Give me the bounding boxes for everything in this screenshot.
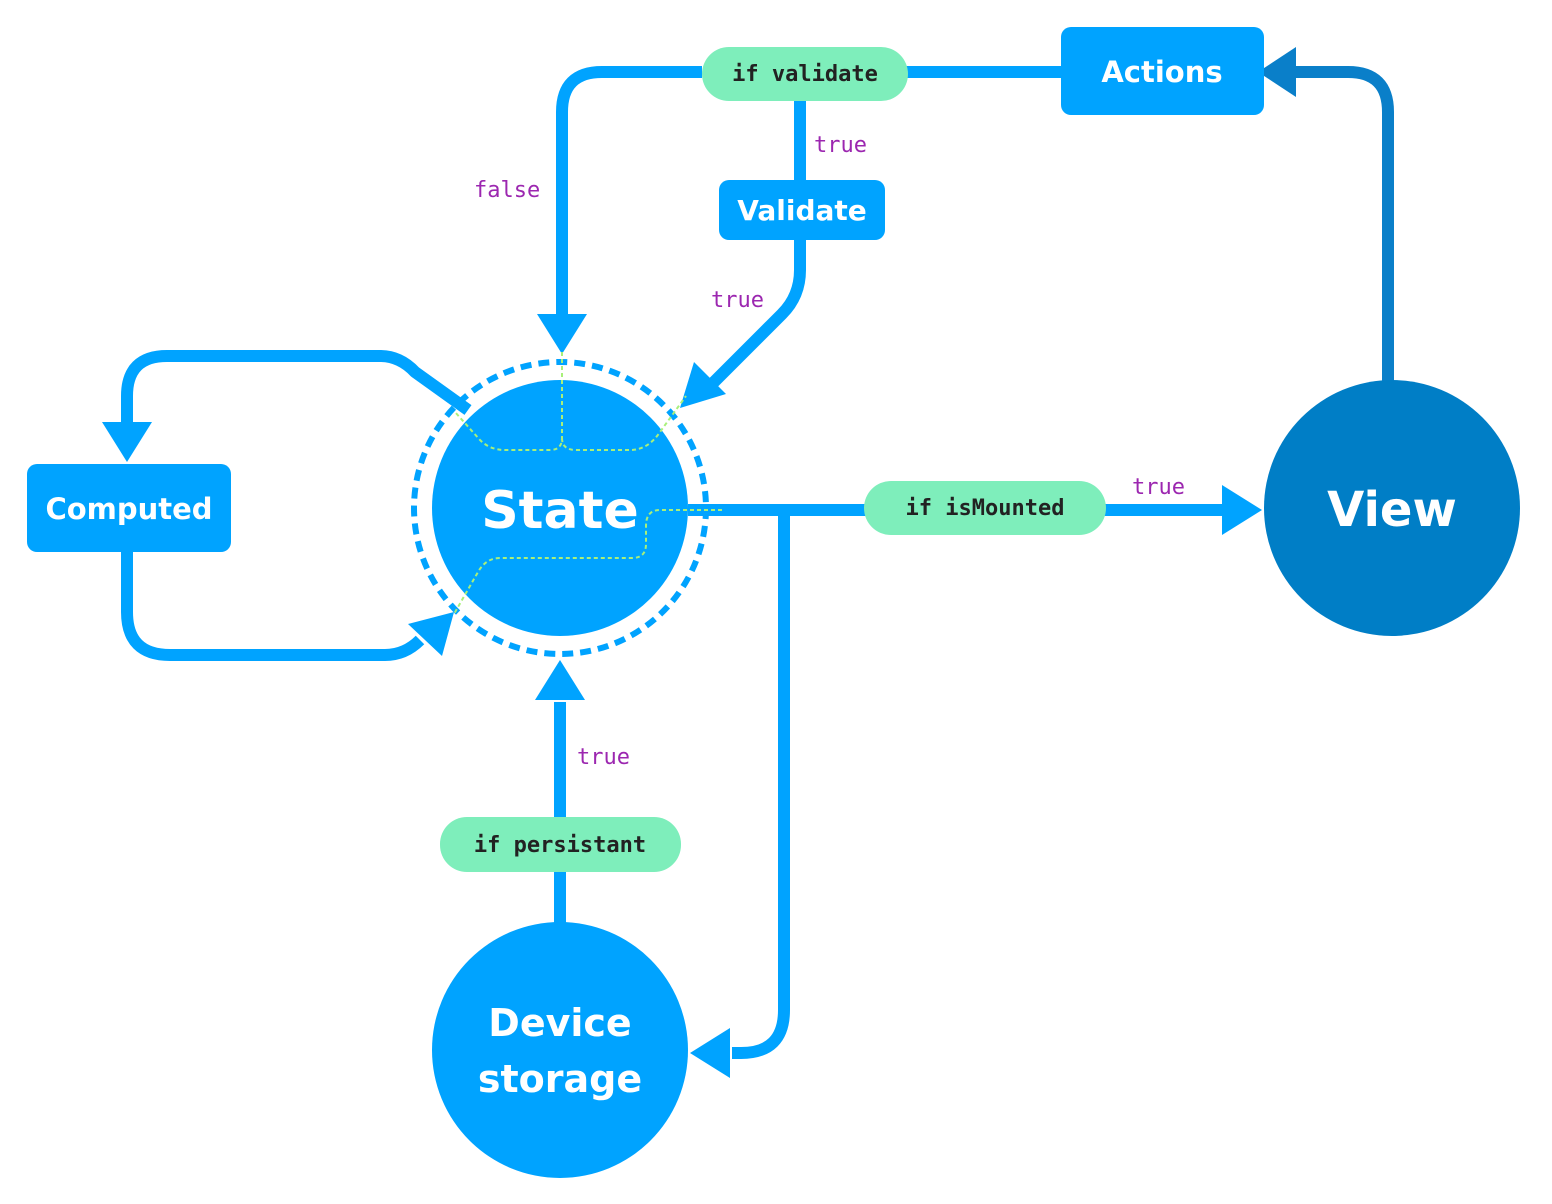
condition-is-mounted: if isMounted [864, 481, 1106, 535]
computed-label: Computed [45, 492, 212, 526]
computed-box [27, 464, 231, 552]
state-dashed-ring [411, 359, 709, 657]
device-storage-label-line1: Device [488, 1001, 631, 1045]
condition-validate-pill [702, 47, 908, 101]
arrowhead-into-storage [690, 1028, 730, 1078]
arrowhead-into-actions [1258, 47, 1296, 97]
condition-validate-text: if validate [732, 62, 878, 87]
view-circle [1264, 380, 1520, 636]
connector-validate-false [556, 66, 702, 318]
edge-label-validate-false: false [474, 178, 540, 203]
validate-label: Validate [737, 194, 867, 227]
arrowhead-computed-into-state [408, 612, 454, 656]
condition-persistant-pill [440, 817, 681, 872]
edge-label-mounted-true: true [1132, 475, 1185, 500]
computed-node: Computed [27, 464, 231, 552]
arrowhead-into-view [1222, 485, 1262, 535]
arrowheads [102, 47, 1296, 1078]
validate-box [719, 180, 885, 240]
view-label: View [1327, 482, 1457, 538]
condition-persistant-text: if persistant [474, 833, 646, 858]
view-node: View [1264, 380, 1520, 636]
device-storage-label-line2: storage [478, 1057, 642, 1101]
device-storage-node: Device storage [432, 922, 688, 1178]
flow-trace-bottom [453, 509, 722, 615]
condition-is-mounted-pill [864, 481, 1106, 535]
device-storage-circle [432, 922, 688, 1178]
arrowhead-validate-into-state [680, 362, 726, 408]
edge-label-validate-true: true [814, 133, 867, 158]
condition-persistant: if persistant [440, 817, 681, 872]
connector-view-to-actions [1290, 66, 1394, 382]
flow-trace-top [454, 352, 687, 451]
connector-validate-to-state [707, 238, 806, 389]
actions-node: Actions [1061, 27, 1264, 115]
arrowhead-false-into-state [537, 314, 587, 354]
connector-state-to-storage [732, 510, 790, 1059]
connector-computed-to-state [121, 550, 425, 661]
validate-node: Validate [719, 180, 885, 240]
connector-state-to-computed [121, 350, 472, 424]
condition-validate: if validate [702, 47, 908, 101]
state-circle [432, 380, 688, 636]
condition-is-mounted-text: if isMounted [906, 496, 1065, 521]
state-label: State [481, 481, 639, 541]
edge-label-persistant-true: true [577, 745, 630, 770]
actions-label: Actions [1101, 55, 1222, 89]
state-node: State [411, 352, 722, 657]
edge-label-validate-result-true: true [711, 288, 764, 313]
actions-box [1061, 27, 1264, 115]
arrowhead-into-computed [102, 422, 152, 462]
arrowhead-persistant-into-state [535, 660, 585, 700]
connectors [121, 66, 1394, 1059]
